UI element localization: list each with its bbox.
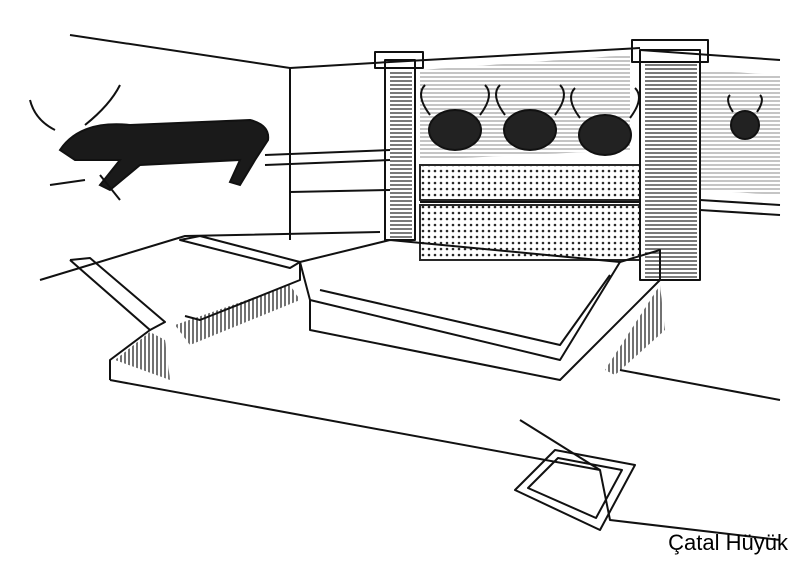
center-bench bbox=[179, 235, 301, 269]
floor-left-line bbox=[39, 231, 381, 281]
skull-shelves bbox=[419, 164, 641, 261]
bull-wall-painting bbox=[29, 84, 270, 201]
caption-label: Çatal Hüyük bbox=[668, 530, 788, 555]
floor-basin bbox=[514, 449, 636, 531]
main-platform bbox=[299, 239, 621, 361]
ceiling-line bbox=[69, 34, 391, 69]
left-pillar bbox=[384, 59, 416, 241]
left-bench bbox=[69, 259, 151, 380]
bull-heads bbox=[420, 84, 763, 156]
